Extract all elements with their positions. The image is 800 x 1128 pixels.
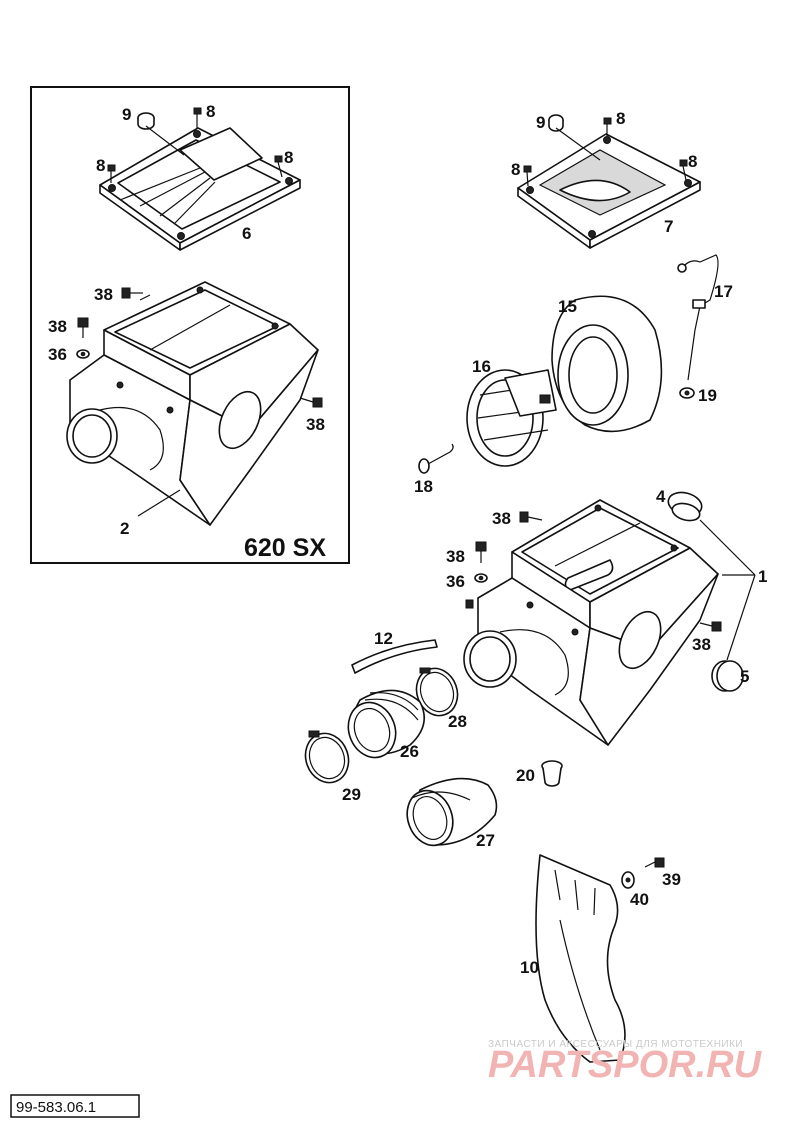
label-7: 7 bbox=[664, 217, 673, 236]
label-27: 27 bbox=[476, 831, 495, 850]
diagram-code: 99-583.06.1 bbox=[16, 1099, 96, 1116]
label-18: 18 bbox=[414, 477, 433, 496]
part-19-washer-drawing bbox=[679, 387, 695, 399]
label-38e: 38 bbox=[446, 547, 465, 566]
label-8f: 8 bbox=[688, 152, 697, 171]
label-16: 16 bbox=[472, 357, 491, 376]
part-18-bolt-drawing bbox=[418, 443, 454, 474]
part-8-screws bbox=[523, 117, 688, 187]
inset-fasteners bbox=[76, 287, 323, 408]
label-38c: 38 bbox=[306, 415, 325, 434]
part-2-airbox-drawing bbox=[66, 281, 319, 526]
part-5-cap-drawing bbox=[711, 660, 744, 692]
label-6: 6 bbox=[242, 224, 251, 243]
label-38f: 38 bbox=[692, 635, 711, 654]
leader-2 bbox=[137, 489, 181, 517]
part-4-plug-drawing bbox=[667, 491, 703, 522]
label-10: 10 bbox=[520, 958, 539, 977]
part-6-filter-cover-drawing bbox=[99, 127, 301, 251]
watermark: ЗАПЧАСТИ И АКСЕССУАРЫ ДЛЯ МОТОТЕХНИКИ PA… bbox=[488, 1039, 763, 1086]
part-labels: 9 8 8 8 6 38 38 36 38 2 9 8 8 8 7 17 15 … bbox=[48, 102, 767, 977]
inset-model-label: 620 SX bbox=[244, 534, 326, 562]
label-39: 39 bbox=[662, 870, 681, 889]
label-1: 1 bbox=[758, 567, 767, 586]
label-36a: 36 bbox=[48, 345, 67, 364]
part-1-airbox-drawing bbox=[463, 499, 719, 746]
label-15: 15 bbox=[558, 297, 577, 316]
inset-frame bbox=[30, 86, 350, 564]
label-8d: 8 bbox=[616, 109, 625, 128]
diagram-code-box bbox=[10, 1094, 140, 1118]
part-26-intake-boot-drawing bbox=[347, 689, 426, 759]
part-17-wire-clip-drawing bbox=[677, 254, 719, 381]
part-9-cap-drawing bbox=[548, 114, 601, 161]
part-12-hose-drawing bbox=[351, 639, 438, 674]
part-28-clamp-drawing bbox=[415, 667, 459, 717]
part-8-screws-inset bbox=[107, 107, 283, 183]
label-19: 19 bbox=[698, 386, 717, 405]
label-8e: 8 bbox=[511, 160, 520, 179]
watermark-tagline: ЗАПЧАСТИ И АКСЕССУАРЫ ДЛЯ МОТОТЕХНИКИ bbox=[488, 1039, 743, 1050]
label-38d: 38 bbox=[492, 509, 511, 528]
label-36b: 36 bbox=[446, 572, 465, 591]
label-17: 17 bbox=[714, 282, 733, 301]
label-20: 20 bbox=[516, 766, 535, 785]
label-8a: 8 bbox=[206, 102, 215, 121]
label-28: 28 bbox=[448, 712, 467, 731]
part-27-rubber-sleeve-drawing bbox=[406, 777, 498, 847]
part-15-air-filter-drawing bbox=[551, 295, 663, 433]
part-9-cap-drawing-inset bbox=[137, 112, 185, 156]
label-5: 5 bbox=[740, 667, 749, 686]
label-38b: 38 bbox=[48, 317, 67, 336]
label-12: 12 bbox=[374, 629, 393, 648]
label-8c: 8 bbox=[284, 148, 293, 167]
label-38a: 38 bbox=[94, 285, 113, 304]
label-2: 2 bbox=[120, 519, 129, 538]
leaders-1 bbox=[699, 519, 756, 661]
part-29-clamp-drawing bbox=[304, 730, 350, 784]
part-7-filter-cover-drawing bbox=[517, 133, 701, 249]
part-10-mud-flap-drawing bbox=[535, 854, 626, 1063]
main-fasteners bbox=[474, 511, 722, 632]
label-8b: 8 bbox=[96, 156, 105, 175]
part-39-screw-drawing bbox=[644, 857, 665, 868]
label-9a: 9 bbox=[122, 105, 131, 124]
part-16-filter-cage-drawing bbox=[466, 369, 557, 467]
label-4: 4 bbox=[656, 487, 666, 506]
watermark-brand: PARTSPOR.RU bbox=[488, 1044, 763, 1086]
part-40-washer-drawing bbox=[621, 871, 635, 889]
label-9b: 9 bbox=[536, 113, 545, 132]
label-29: 29 bbox=[342, 785, 361, 804]
label-26: 26 bbox=[400, 742, 419, 761]
label-40: 40 bbox=[630, 890, 649, 909]
part-20-drain-plug-drawing bbox=[541, 760, 563, 787]
